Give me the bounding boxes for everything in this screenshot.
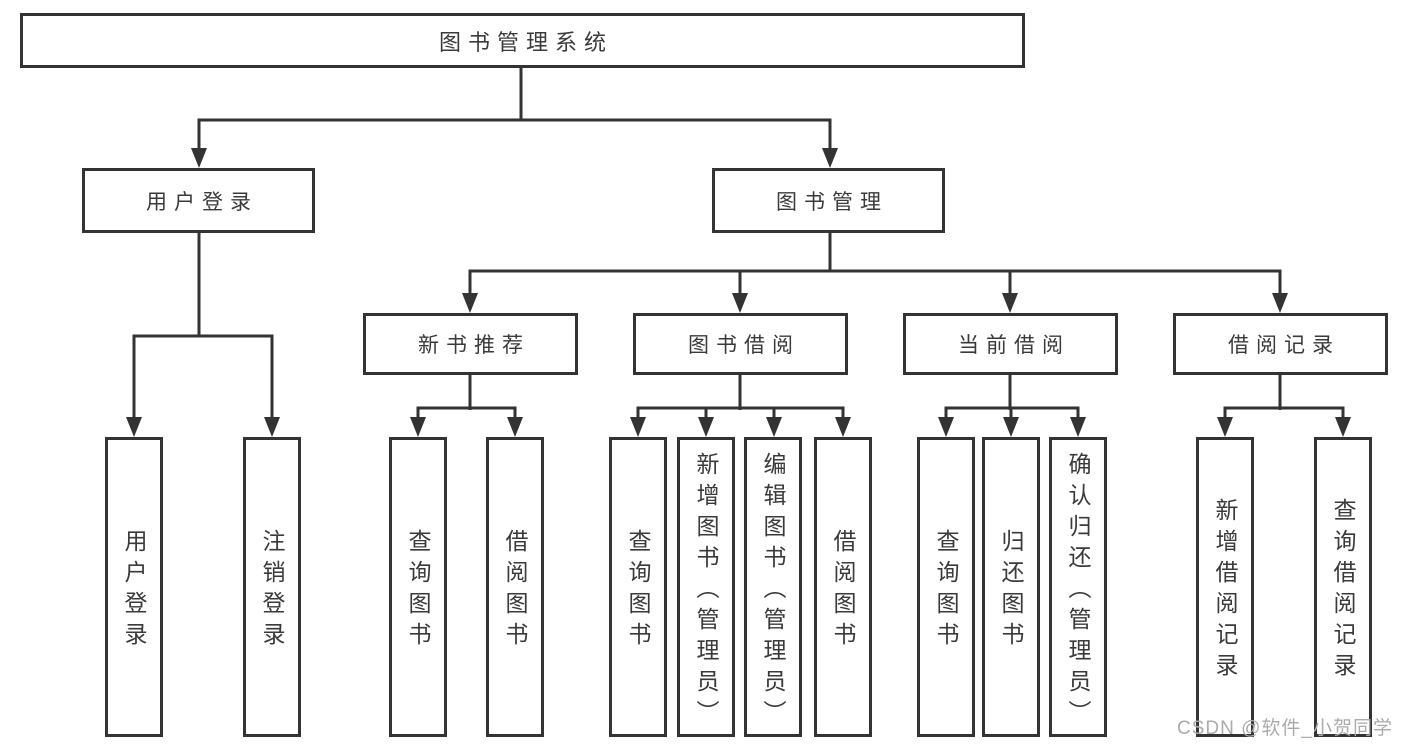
node-book-borrowing: 图书借阅 [633, 313, 848, 375]
node-label: 查询图书 [933, 529, 959, 653]
leaf-add-borrow-record: 新增借阅记录 [1196, 437, 1254, 737]
leaf-logout: 注销登录 [243, 437, 301, 737]
leaf-return-books: 归还图书 [982, 437, 1040, 737]
leaf-borrow-books-recommend: 借阅图书 [486, 437, 544, 737]
node-label: 新书推荐 [418, 334, 530, 357]
node-label: 查询图书 [625, 529, 651, 653]
node-label: 查询图书 [405, 529, 431, 653]
connector-stems [132, 68, 1345, 421]
node-label: 编辑图书（管理员） [760, 451, 786, 731]
node-book-management-system: 图书管理系统 [20, 13, 1025, 68]
node-user-login: 用户登录 [82, 168, 315, 233]
leaf-query-books-recommend: 查询图书 [389, 437, 447, 737]
node-book-management: 图书管理 [712, 168, 945, 233]
leaf-user-login: 用户登录 [105, 437, 163, 737]
leaf-query-borrow-record: 查询借阅记录 [1314, 437, 1372, 737]
node-label: 借阅记录 [1228, 334, 1340, 357]
leaf-confirm-return-admin: 确认归还（管理员） [1049, 437, 1107, 737]
node-label: 新增图书（管理员） [693, 451, 719, 731]
leaf-add-book-admin: 新增图书（管理员） [677, 437, 735, 737]
node-label: 图书管理系统 [438, 29, 613, 55]
watermark: CSDN @软件_小贺同学 [1177, 718, 1393, 739]
node-label: 图书借阅 [688, 334, 800, 357]
leaf-query-books-current: 查询图书 [917, 437, 975, 737]
node-borrowing-records: 借阅记录 [1173, 313, 1388, 375]
node-label: 归还图书 [998, 529, 1024, 653]
node-label: 当前借阅 [958, 334, 1070, 357]
leaf-borrow-books: 借阅图书 [814, 437, 872, 737]
node-label: 借阅图书 [830, 529, 856, 653]
node-label: 新增借阅记录 [1212, 498, 1238, 684]
leaf-edit-book-admin: 编辑图书（管理员） [744, 437, 802, 737]
node-label: 图书管理 [776, 190, 888, 214]
node-label: 用户登录 [146, 190, 258, 214]
node-label: 借阅图书 [502, 529, 528, 653]
node-label: 查询借阅记录 [1330, 498, 1356, 684]
node-current-borrowing: 当前借阅 [903, 313, 1118, 375]
node-label: 用户登录 [121, 529, 147, 653]
node-new-book-recommend: 新书推荐 [363, 313, 578, 375]
leaf-query-books-borrowing: 查询图书 [609, 437, 667, 737]
node-label: 注销登录 [259, 529, 285, 653]
node-label: 确认归还（管理员） [1065, 451, 1091, 731]
